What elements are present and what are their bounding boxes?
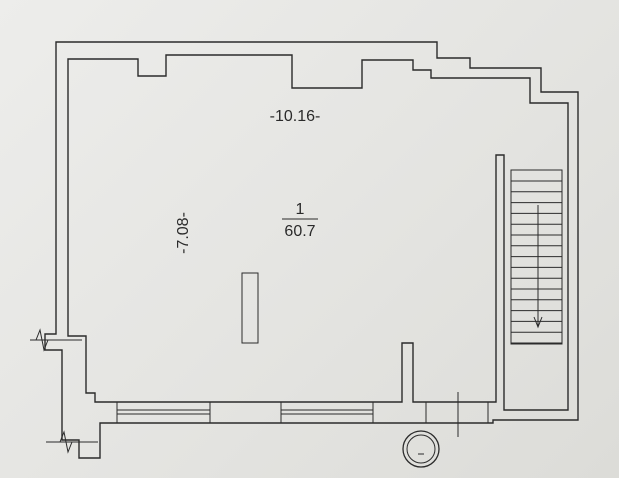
room-area: 60.7 — [284, 223, 315, 240]
column — [241, 272, 259, 344]
entry-circle-symbol — [402, 430, 440, 468]
stair-arrow-head — [533, 316, 543, 329]
height-dimension-label: -7.08- — [175, 212, 192, 254]
break-mark-upper — [30, 328, 82, 352]
entrance-door — [425, 392, 489, 437]
outer-wall — [44, 41, 579, 459]
break-mark-lower — [46, 430, 98, 454]
room-number: 1 — [296, 201, 305, 218]
stair-steps — [511, 180, 562, 344]
width-dimension-label: -10.16- — [270, 108, 321, 125]
inner-wall — [67, 54, 569, 411]
staircase — [510, 169, 563, 345]
window-right — [280, 401, 374, 424]
window-left — [116, 401, 211, 424]
